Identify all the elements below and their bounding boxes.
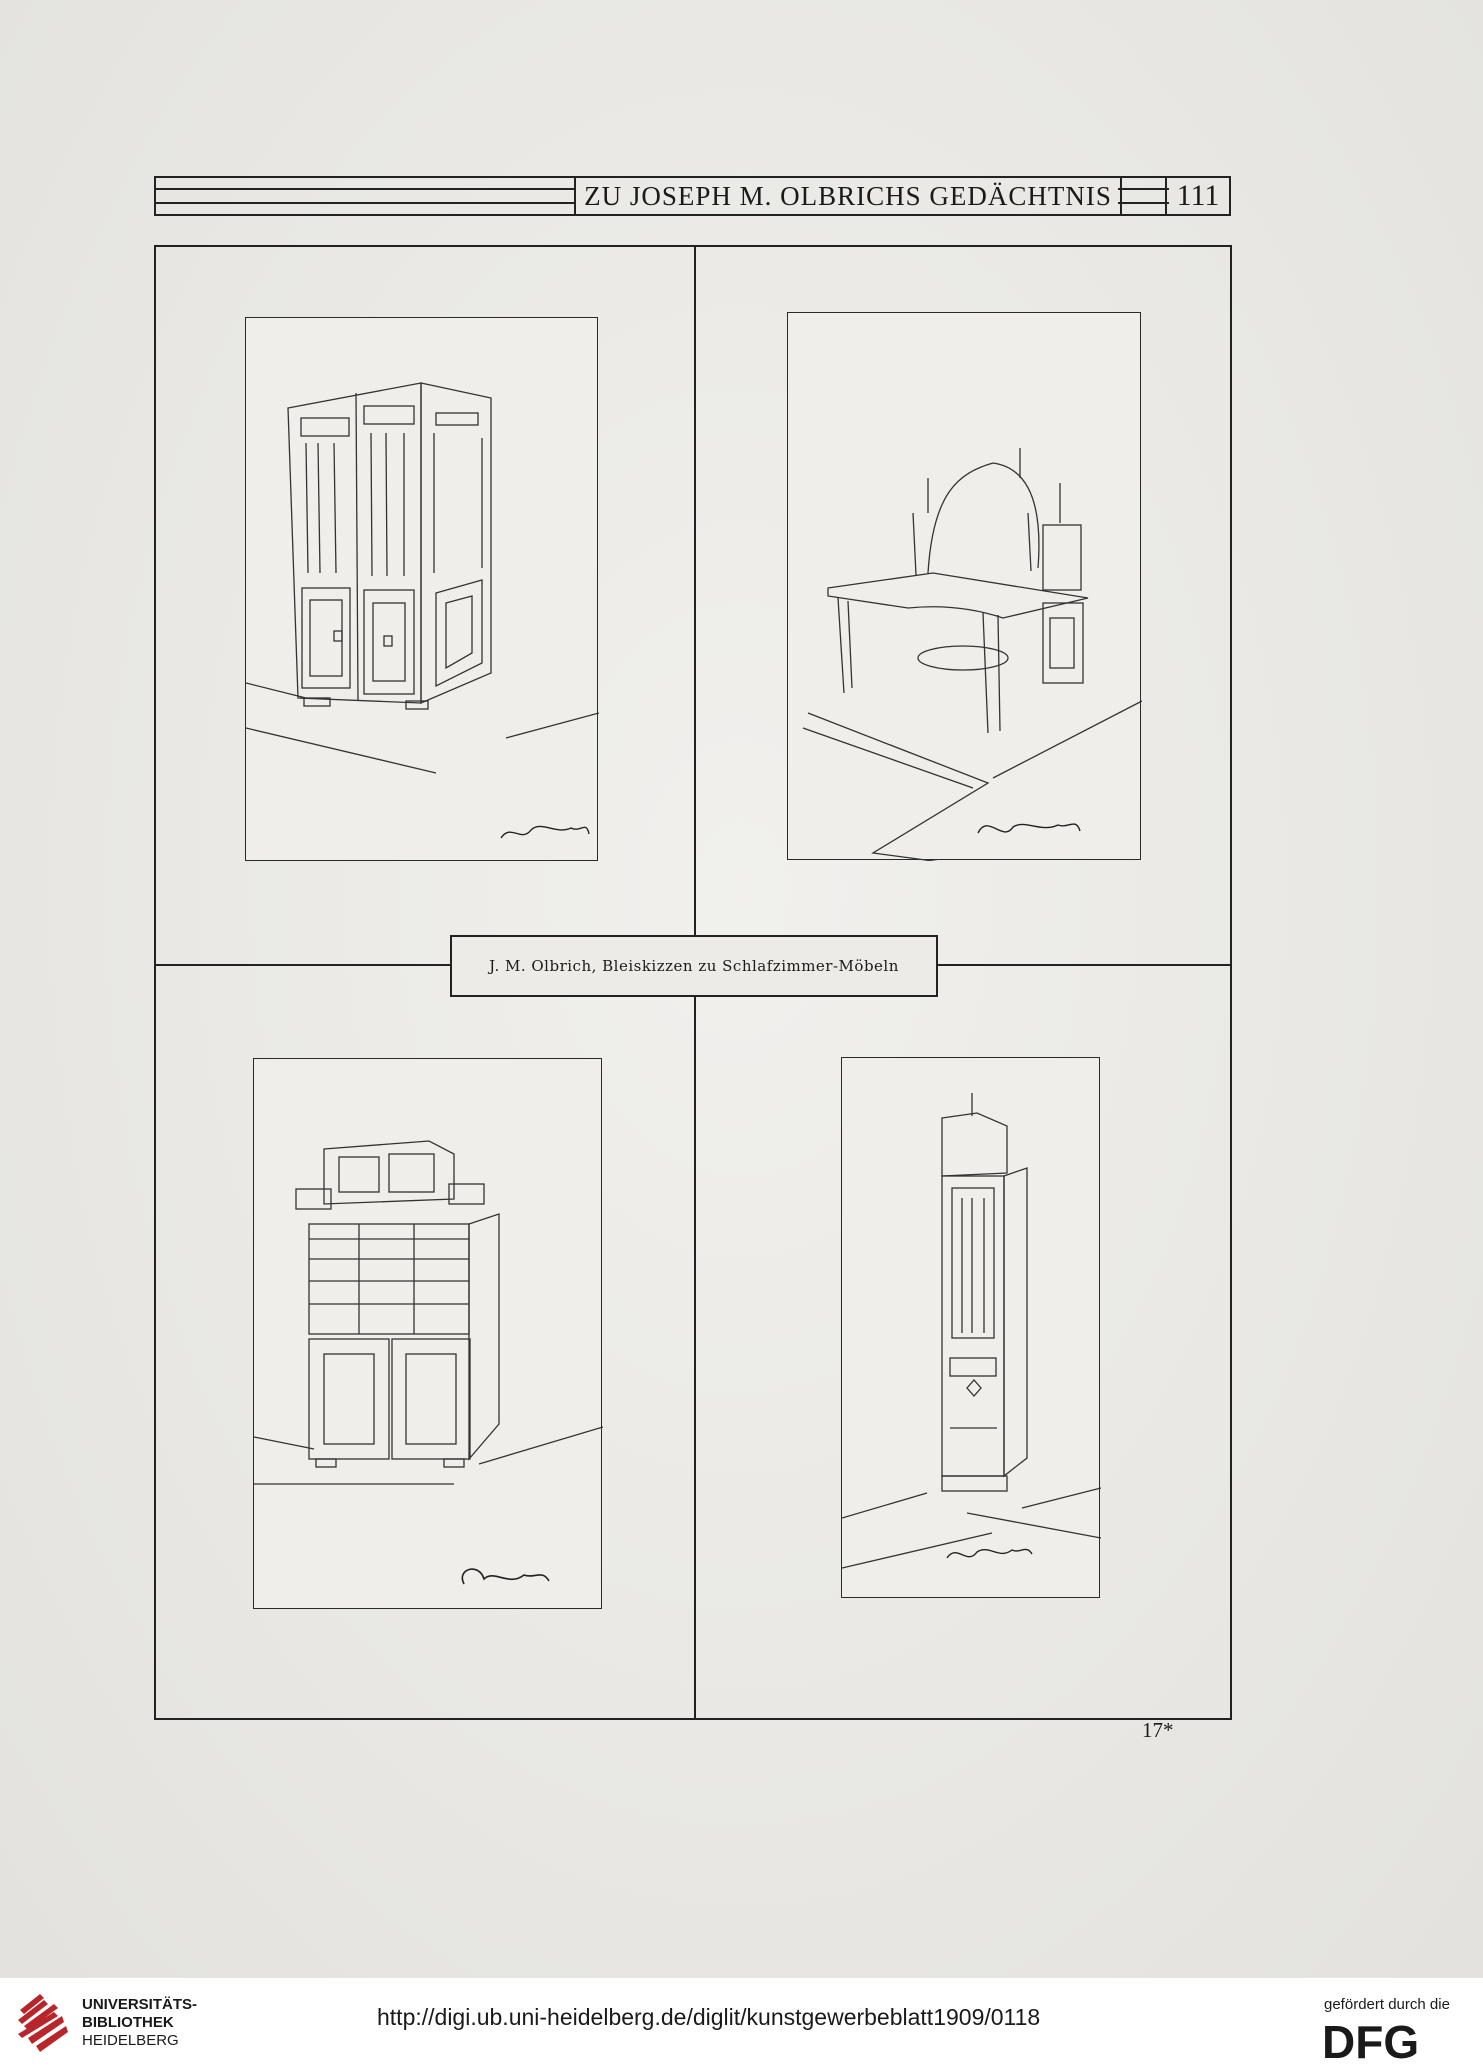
- running-header: ZU JOSEPH M. OLBRICHS GEDÄCHTNIS 111: [154, 176, 1231, 216]
- sketch-tall-cupboard: [841, 1057, 1101, 1598]
- header-rule-left-top: [156, 188, 574, 190]
- tall-cupboard-drawing: [842, 1093, 1101, 1569]
- cabinet-drawing: [254, 1140, 603, 1585]
- signature: [461, 1568, 550, 1585]
- library-line-2: BIBLIOTHEK: [82, 2014, 174, 2031]
- sketch-wardrobe: [245, 317, 599, 861]
- funding-note: gefördert durch die: [1324, 1996, 1450, 2013]
- header-rule-right-top: [1118, 188, 1169, 190]
- sketch-cabinet: [253, 1058, 603, 1609]
- plate-caption-box: J. M. Olbrich, Bleiskizzen zu Schlafzimm…: [450, 935, 938, 997]
- library-line-3: HEIDELBERG: [82, 2032, 179, 2049]
- signature: [977, 823, 1081, 834]
- signature: [946, 1548, 1033, 1559]
- university-library-name: UNIVERSITÄTS- BIBLIOTHEK HEIDELBERG: [82, 1996, 197, 2050]
- page-title: ZU JOSEPH M. OLBRICHS GEDÄCHTNIS: [574, 178, 1122, 214]
- digitization-footer: UNIVERSITÄTS- BIBLIOTHEK HEIDELBERG http…: [0, 1978, 1483, 2069]
- funder-name: DFG: [1322, 2020, 1419, 2062]
- scanned-page: ZU JOSEPH M. OLBRICHS GEDÄCHTNIS 111: [0, 0, 1483, 1978]
- illustration-plate: J. M. Olbrich, Bleiskizzen zu Schlafzimm…: [154, 245, 1232, 1720]
- permalink-url[interactable]: http://digi.ub.uni-heidelberg.de/diglit/…: [377, 2004, 1041, 2030]
- dfg-logo-icon: DFG: [1322, 2020, 1419, 2062]
- header-rule-right-bottom: [1118, 202, 1169, 204]
- wardrobe-drawing: [246, 382, 599, 839]
- signature-mark: 17*: [1142, 1718, 1174, 1742]
- sketch-dressing-table: [787, 312, 1142, 861]
- signature: [500, 825, 590, 839]
- plate-frame: [154, 245, 1232, 1720]
- plate-caption: J. M. Olbrich, Bleiskizzen zu Schlafzimm…: [489, 957, 899, 975]
- library-line-1: UNIVERSITÄTS-: [82, 1996, 198, 2013]
- dressing-table-drawing: [802, 448, 1142, 861]
- page-number: 111: [1165, 178, 1229, 214]
- header-rule-left-bottom: [156, 202, 574, 204]
- university-library-logo-icon: [18, 1994, 68, 2052]
